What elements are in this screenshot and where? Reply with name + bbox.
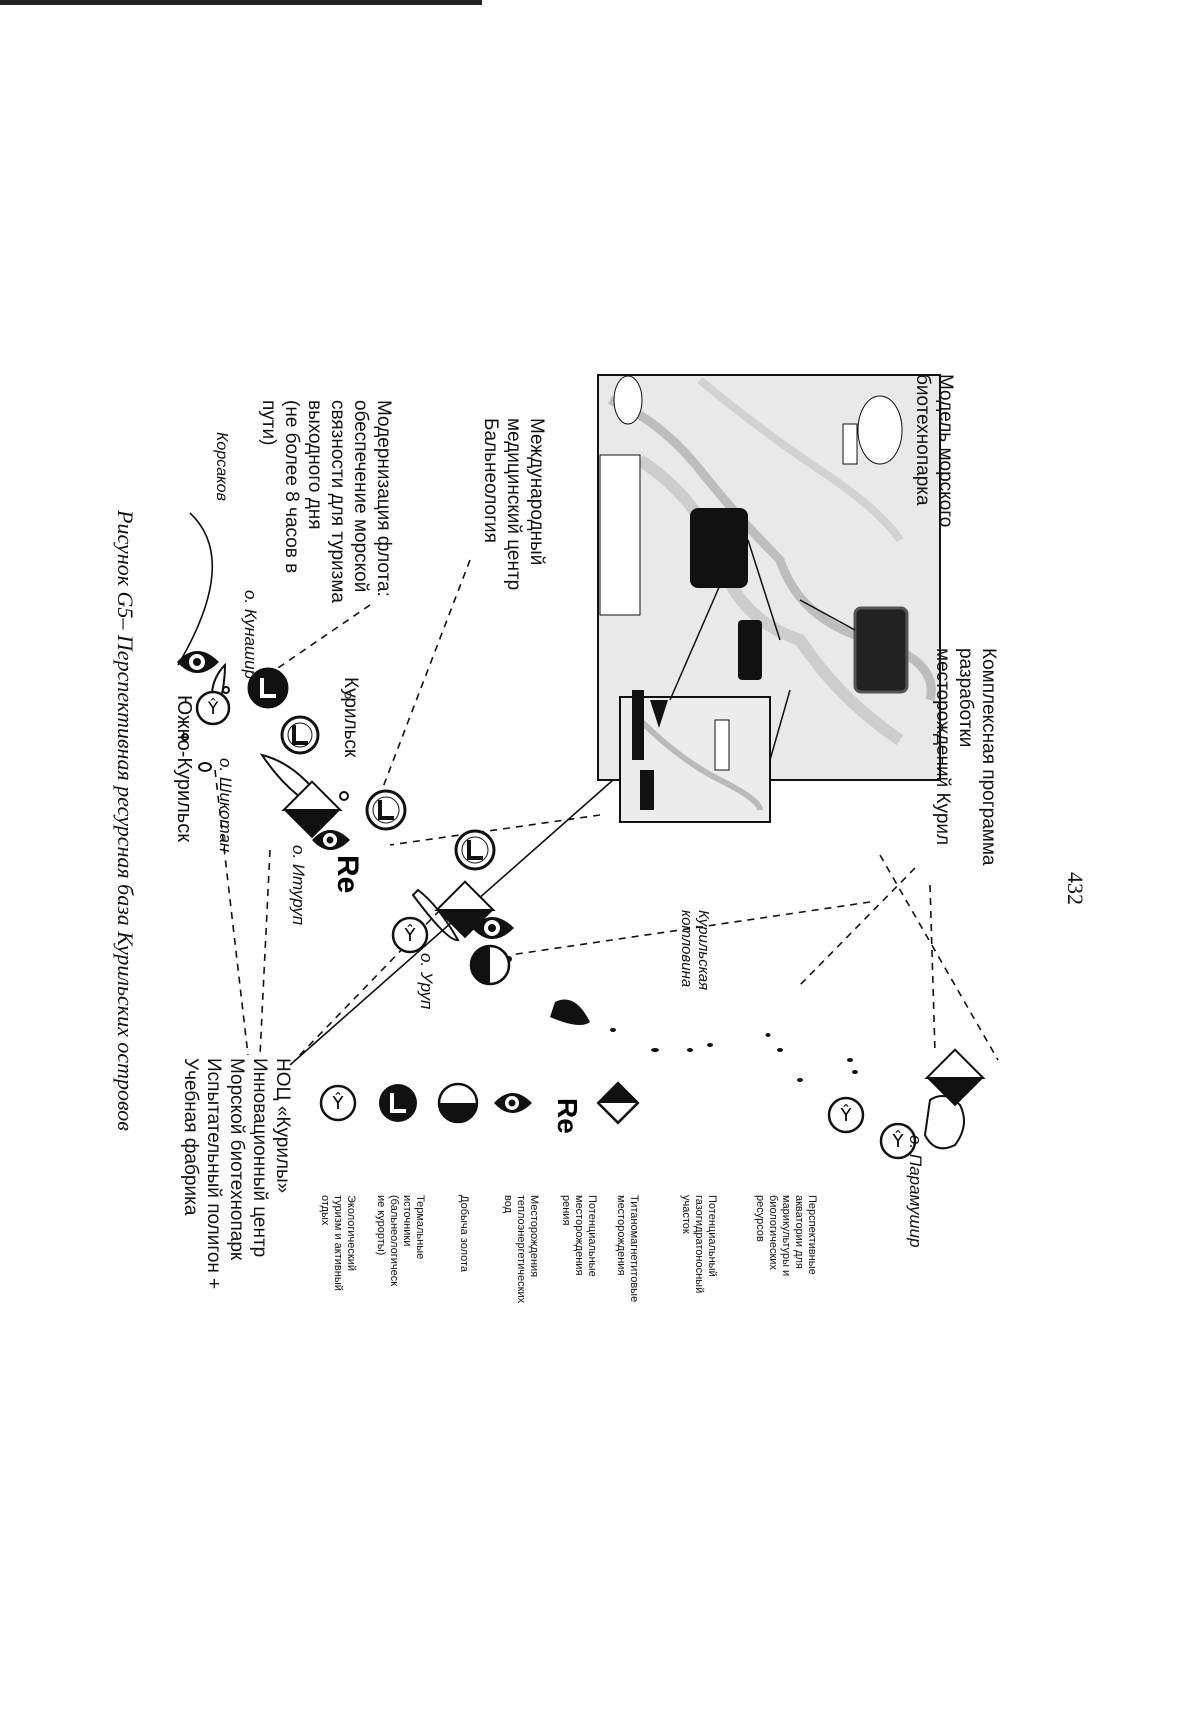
inset-box-light-1: [599, 454, 641, 616]
inset-title-program: Комплексная программа разработки месторо…: [932, 648, 999, 866]
top-rule: [0, 0, 482, 5]
inset-oval-1: [857, 395, 903, 465]
label-yuzhno-kurilsk: Южно-Курильск: [173, 695, 195, 842]
svg-text:Ŷ: Ŷ: [404, 924, 417, 946]
inset-box-dark-5: [640, 770, 654, 810]
legend-re-icon: Re: [552, 1098, 583, 1134]
legend-diamond-icon: [596, 1081, 640, 1125]
label-korsakov: Корсаков: [213, 432, 230, 501]
rhenium-symbol: Re: [331, 855, 364, 893]
inset-box-light-3: [714, 719, 730, 771]
legend-item-mariculture: Перспективные акватории для марикультуры…: [754, 1195, 818, 1277]
legend-item-titanomagnetite: Титаномагнетитовые месторождения: [615, 1195, 640, 1303]
titanomagnetite-diamond-icon: [924, 1048, 986, 1107]
inset-box-dark-4: [632, 690, 644, 760]
svg-text:Ŷ: Ŷ: [892, 1130, 905, 1152]
thermal-spring-icon: [247, 667, 289, 709]
label-kunashir: о. Кунашир: [241, 590, 260, 680]
inset-box-dark-3: [738, 620, 762, 680]
figure-caption: Рисунок G5– Перспективная ресурсная база…: [113, 510, 138, 1131]
eco-tourism-icon: Ŷ: [391, 916, 429, 954]
connector-lines: [177, 512, 999, 1066]
legend-thermal-spring-icon: [379, 1084, 417, 1122]
legend-item-geothermal: Месторождения теплоэнергетических вод: [502, 1195, 540, 1304]
label-urup: о. Уруп: [417, 953, 436, 1010]
inset-map: [597, 374, 941, 823]
gold-icon: [469, 944, 511, 986]
label-kurilsk: Курильск: [340, 677, 361, 758]
label-iturup: о. Итуруп: [289, 845, 308, 926]
inset-box-dark-1: [690, 508, 748, 588]
thermal-spring-icon: [365, 789, 407, 831]
svg-text:Ŷ: Ŷ: [332, 1092, 345, 1114]
map-icons: Ŷ Ŷ Ŷ: [177, 651, 986, 1160]
legend-item-thermal-springs: Термальные источники (бальнеологическ ие…: [375, 1195, 426, 1287]
inset-box-dark-2: [853, 606, 909, 694]
thermal-spring-icon: [280, 715, 320, 755]
inset-oval-2: [613, 375, 643, 425]
geothermal-icon: [312, 830, 350, 850]
label-kotlovina: Курильская котловина: [678, 910, 712, 991]
eco-tourism-icon: Ŷ: [195, 690, 231, 726]
legend-item-gold: Добыча золота: [458, 1195, 470, 1273]
legend-gold-icon: [437, 1082, 479, 1124]
svg-text:Ŷ: Ŷ: [207, 697, 219, 719]
thermal-spring-icon: [454, 829, 496, 871]
legend-item-gas-hydrate: Потенциальный газогидратоносный участок: [680, 1195, 718, 1294]
geothermal-icon: [177, 651, 219, 673]
inset-title-biotech: Модель морского биотехнопарка: [912, 374, 956, 528]
geothermal-icon: [472, 917, 514, 939]
label-med-center: Международный медицинский центр Бальнеол…: [480, 418, 547, 591]
legend-eco-tourism-icon: Ŷ: [319, 1084, 357, 1122]
legend-item-rhenium: Потенциальные месторождения рения: [560, 1195, 598, 1277]
svg-text:Ŷ: Ŷ: [840, 1104, 853, 1126]
inset-box-light-2: [842, 423, 858, 465]
label-paramushir: о. Парамушир: [906, 1135, 925, 1248]
label-shikotan: о. Шикотан: [216, 758, 235, 853]
eco-tourism-icon: Ŷ: [827, 1096, 865, 1134]
legend-icons: Re Ŷ: [319, 1081, 640, 1134]
legend-item-eco-tourism: Экологический туризм и активный отдых: [319, 1195, 357, 1291]
label-fleet: Модернизация флота: обеспечение морской …: [258, 400, 394, 603]
eco-tourism-icon: Ŷ: [879, 1122, 917, 1160]
noc-kurily-block: НОЦ «Курилы» Инновационный центр Морской…: [180, 1058, 293, 1290]
legend-geothermal-icon: [494, 1093, 532, 1113]
inset-arrow: [650, 700, 668, 728]
